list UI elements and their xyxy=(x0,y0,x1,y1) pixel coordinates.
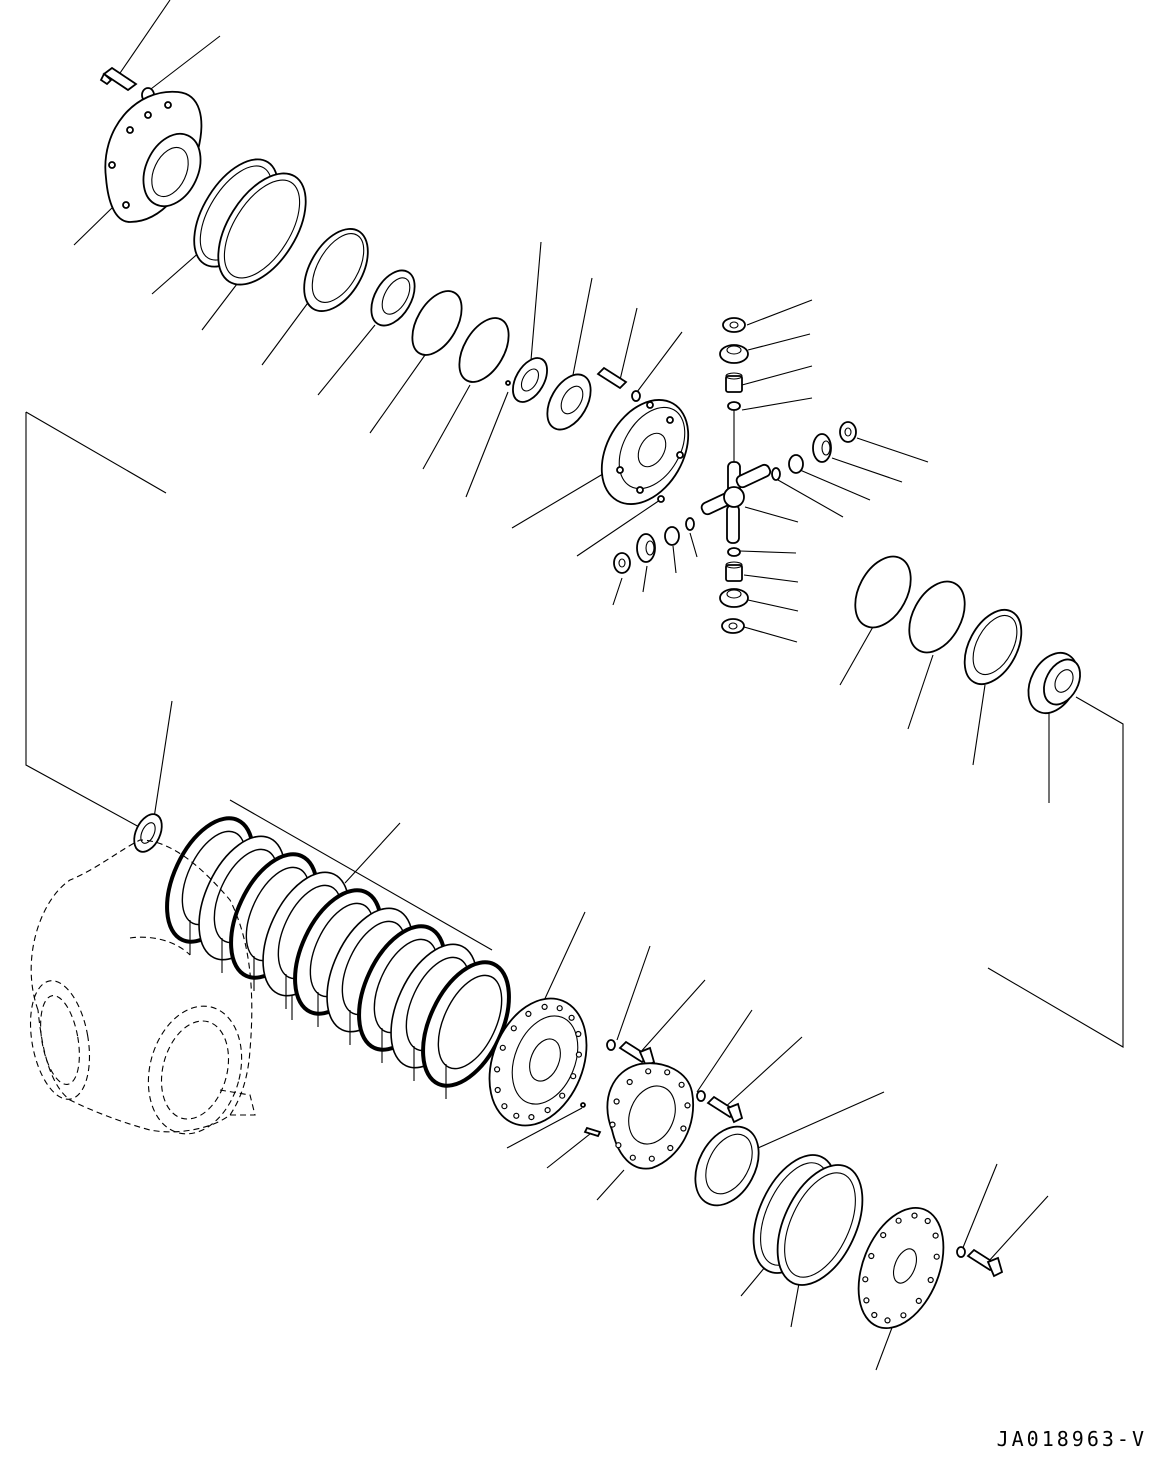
bolt-lower-3 xyxy=(968,1250,1002,1276)
piston-bolt-hole xyxy=(526,1011,531,1016)
snap-ring-right xyxy=(772,468,780,480)
gaskets-upper xyxy=(177,145,324,299)
bushing-left xyxy=(665,527,679,545)
bolt-mid xyxy=(598,368,626,388)
cover-bolt-hole xyxy=(901,1313,906,1318)
piston-bolt-hole xyxy=(495,1067,500,1072)
snap-ring-top xyxy=(728,402,740,410)
retainer-bolt-hole xyxy=(685,1103,690,1108)
cover-bolt-hole xyxy=(885,1318,890,1323)
pinion-gear-left xyxy=(637,534,655,562)
snap-ring-bottom xyxy=(728,548,740,556)
bolt-lower-1 xyxy=(620,1042,654,1066)
small-pin xyxy=(506,381,510,385)
retainer-bolt-hole xyxy=(668,1146,673,1151)
o-ring-4 xyxy=(898,572,976,662)
pinion-gear-top xyxy=(720,345,748,363)
o-ring-3 xyxy=(844,547,922,637)
washer-spider-top xyxy=(723,318,745,332)
washer-spider-right xyxy=(840,422,856,442)
retainer-bolt-hole xyxy=(681,1126,686,1131)
seal-ring-lower xyxy=(683,1116,772,1216)
piston-bolt-hole xyxy=(571,1074,576,1079)
bolt-lower-2 xyxy=(708,1097,742,1122)
pin-lower-2 xyxy=(585,1128,600,1136)
retainer-plate xyxy=(607,1063,693,1168)
spider-cross xyxy=(700,462,772,543)
piston-bolt-hole xyxy=(514,1113,519,1118)
ring-seal-1 xyxy=(291,218,381,322)
piston-bolt-hole xyxy=(500,1045,505,1050)
o-ring-1 xyxy=(402,283,472,364)
piston-bolt-hole xyxy=(576,1052,581,1057)
thrust-washer xyxy=(506,352,554,408)
seal-ring-right xyxy=(953,600,1033,693)
retainer-bolt-hole xyxy=(665,1070,670,1075)
retainer-bolt-hole xyxy=(630,1155,635,1160)
cover-bolt-hole xyxy=(864,1298,869,1303)
axle-housing-outline xyxy=(22,840,255,1144)
piston-bolt-hole xyxy=(560,1093,565,1098)
piston-bolt-hole xyxy=(545,1108,550,1113)
cover-bolt-hole xyxy=(916,1298,921,1303)
piston-bolt-hole xyxy=(502,1104,507,1109)
cover-bolt-hole xyxy=(872,1313,877,1318)
o-ring-2 xyxy=(449,310,519,391)
snap-ring-left xyxy=(686,518,694,530)
piston-bolt-hole xyxy=(557,1006,562,1011)
washer-lower-3 xyxy=(957,1247,965,1257)
cover-bolt-hole xyxy=(881,1233,886,1238)
disc-inner-edge xyxy=(425,966,514,1079)
cover-bolt-hole xyxy=(869,1254,874,1259)
end-cover xyxy=(842,1195,960,1340)
washer-mid xyxy=(632,391,640,401)
piston-bolt-hole xyxy=(511,1026,516,1031)
washer-lower-2 xyxy=(697,1091,705,1101)
retainer-bolt-hole xyxy=(627,1080,632,1085)
pin-case xyxy=(658,496,664,502)
housing-cover xyxy=(105,92,211,222)
washer-spider-bottom xyxy=(722,619,744,633)
drawing-code: JA018963-V xyxy=(996,1427,1147,1451)
retainer-bolt-hole xyxy=(610,1122,615,1127)
shim-plate xyxy=(129,810,168,856)
brake-piston xyxy=(472,984,605,1140)
pin-lower-1 xyxy=(581,1103,585,1107)
bushing-bottom xyxy=(726,562,742,581)
cover-bolt-hole xyxy=(863,1277,868,1282)
differential-case-half xyxy=(584,385,706,520)
cover-bolt-hole xyxy=(928,1278,933,1283)
retainer-bolt-hole xyxy=(649,1156,654,1161)
washer-spider-left xyxy=(614,553,630,573)
cover-bolt-hole xyxy=(934,1254,939,1259)
retainer-bolt-hole xyxy=(679,1082,684,1087)
brake-disc xyxy=(405,949,526,1099)
bearing-cone-right xyxy=(1019,644,1088,721)
bushing-right xyxy=(789,455,803,473)
leader-lines xyxy=(26,0,1123,1370)
bushing-top xyxy=(726,373,742,392)
cover-bolt-hole xyxy=(925,1219,930,1224)
cover-bolt-hole xyxy=(933,1233,938,1238)
retainer-bolt-hole xyxy=(614,1099,619,1104)
piston-bolt-hole xyxy=(529,1115,534,1120)
piston-bolt-hole xyxy=(569,1015,574,1020)
retainer-bolt-hole xyxy=(646,1069,651,1074)
washer-lower-1 xyxy=(607,1040,615,1050)
pinion-gear-bottom xyxy=(720,589,748,607)
cover-bolt-hole xyxy=(896,1218,901,1223)
pinion-gear-right xyxy=(813,434,831,462)
brake-disc-pack xyxy=(149,800,526,1099)
bolt-top xyxy=(101,68,136,90)
piston-bolt-hole xyxy=(542,1004,547,1009)
retainer-bolt-hole xyxy=(616,1143,621,1148)
gaskets-lower xyxy=(737,1142,880,1298)
piston-bolt-hole xyxy=(576,1032,581,1037)
cover-bolt-hole xyxy=(912,1213,917,1218)
bearing-race-1 xyxy=(362,263,423,333)
side-gear xyxy=(538,367,599,437)
piston-bolt-hole xyxy=(495,1088,500,1093)
